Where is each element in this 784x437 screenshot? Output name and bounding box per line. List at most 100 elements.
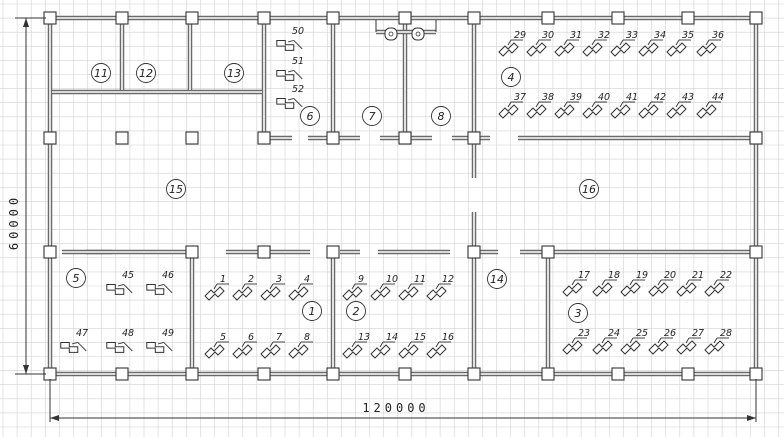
workstation: [106, 341, 133, 353]
structural-column: [257, 11, 271, 25]
room-number: 14: [490, 273, 504, 286]
workstation: [638, 39, 663, 57]
room-number: 3: [575, 307, 582, 320]
workstation-number: 43: [682, 92, 694, 103]
structural-column: [611, 11, 625, 25]
workstation-number: 8: [304, 332, 310, 343]
structural-column: [326, 245, 340, 259]
structural-column: [257, 131, 271, 145]
workstation-number: 39: [570, 92, 582, 103]
room-marker: [487, 269, 507, 289]
room-number: 5: [73, 272, 80, 285]
structural-column: [185, 131, 199, 145]
room-marker: [346, 301, 366, 321]
workstation-number: 27: [692, 328, 704, 339]
structural-column: [541, 245, 555, 259]
structural-column: [185, 11, 199, 25]
workstation: [526, 39, 551, 57]
structural-column: [326, 131, 340, 145]
room-marker: [579, 179, 599, 199]
structural-column: [681, 367, 695, 381]
workstation: [342, 283, 367, 301]
workstation-number: 23: [578, 328, 590, 339]
structural-column: [257, 245, 271, 259]
columns: [43, 11, 763, 381]
workstation-number: 2: [248, 274, 254, 285]
workstation-number: 49: [162, 328, 174, 339]
structural-column: [185, 367, 199, 381]
workstation: [610, 39, 635, 57]
workstation: [204, 283, 229, 301]
structural-column: [326, 367, 340, 381]
structural-column: [541, 11, 555, 25]
workstation: [342, 341, 367, 359]
workstation: [288, 341, 313, 359]
structural-column: [43, 245, 57, 259]
workstation-number: 14: [386, 332, 398, 343]
height-dimension: 60000: [7, 17, 46, 375]
workstation-number: 7: [276, 332, 282, 343]
workstation-number: 37: [514, 92, 526, 103]
workstation: [398, 283, 423, 301]
structural-column: [398, 367, 412, 381]
workstation: [704, 337, 729, 355]
workstation-number: 9: [358, 274, 364, 285]
room-number: 16: [582, 183, 596, 196]
workstation-number: 25: [636, 328, 648, 339]
workstation-number: 17: [578, 270, 590, 281]
workstation: [146, 341, 173, 353]
room-number: 2: [353, 305, 360, 318]
workstation: [648, 337, 673, 355]
workstation-number: 22: [720, 270, 732, 281]
workstation: [562, 337, 587, 355]
structural-column: [398, 131, 412, 145]
workstation-number: 10: [386, 274, 398, 285]
room-marker: [166, 179, 186, 199]
workstation: [620, 337, 645, 355]
structural-column: [326, 11, 340, 25]
room-marker: [431, 106, 451, 126]
workstation-number: 32: [598, 30, 610, 41]
width-dimension: 120000: [49, 379, 757, 422]
workstation: [60, 341, 87, 353]
workstation: [232, 341, 257, 359]
structural-column: [541, 367, 555, 381]
room-marker: [224, 63, 244, 83]
room-number: 8: [438, 110, 445, 123]
workstation-number: 13: [358, 332, 370, 343]
workstation-number: 38: [542, 92, 554, 103]
workstation: [554, 101, 579, 119]
room-number: 1: [309, 305, 316, 318]
workstation: [498, 101, 523, 119]
room-marker: [136, 63, 156, 83]
workstation: [638, 101, 663, 119]
structural-column: [749, 11, 763, 25]
workstation: [554, 39, 579, 57]
workstation-number: 11: [414, 274, 426, 285]
workstation-number: 36: [712, 30, 724, 41]
workstation: [426, 341, 451, 359]
room-marker: [300, 106, 320, 126]
workstation-number: 30: [542, 30, 554, 41]
workstation: [370, 283, 395, 301]
workstation-number: 48: [122, 328, 134, 339]
workstation: [648, 279, 673, 297]
workstation-number: 50: [292, 26, 304, 37]
room-number: 7: [369, 110, 376, 123]
workstation: [666, 39, 691, 57]
structural-column: [115, 11, 129, 25]
workstation: [370, 341, 395, 359]
room-marker: [501, 67, 521, 87]
workstation-number: 3: [276, 274, 282, 285]
workstation: [498, 39, 523, 57]
room-number: 15: [169, 183, 183, 196]
workstation-number: 44: [712, 92, 724, 103]
workstation: [620, 279, 645, 297]
workstation-number: 5: [220, 332, 226, 343]
workstation-number: 42: [654, 92, 666, 103]
workstation-number: 19: [636, 270, 648, 281]
workstation: [276, 39, 303, 51]
structural-column: [467, 131, 481, 145]
